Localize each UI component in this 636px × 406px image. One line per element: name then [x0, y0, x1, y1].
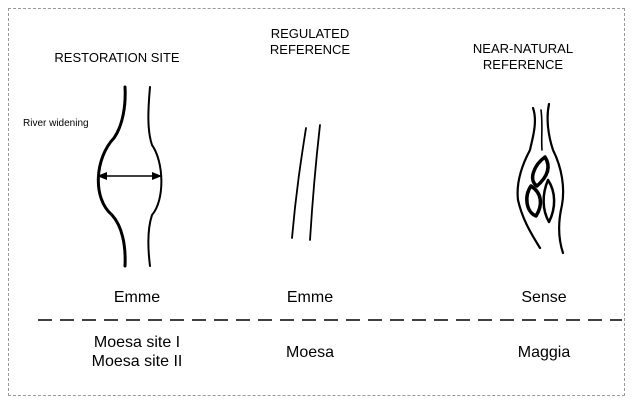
regulated-right-bank: [310, 125, 320, 240]
lower-rivers-near-natural: Maggia: [489, 343, 599, 362]
regulated-left-bank: [292, 128, 306, 238]
lower-river-restoration-2: Moesa site II: [62, 352, 212, 371]
upper-river-regulated: Emme: [255, 288, 365, 307]
near-natural-inner-thread: [541, 110, 542, 150]
near-natural-left-bank: [518, 108, 540, 248]
braid-bar-2: [527, 186, 541, 216]
restoration-site-river-sketch: [98, 87, 161, 266]
near-natural-river-sketch: [518, 104, 564, 253]
near-natural-right-bank: [548, 104, 564, 253]
lower-rivers-regulated: Moesa: [255, 343, 365, 362]
regulated-reference-river-sketch: [292, 125, 320, 240]
lower-river-regulated-1: Moesa: [255, 343, 365, 362]
lower-river-near-natural-1: Maggia: [489, 343, 599, 362]
upper-river-near-natural: Sense: [489, 288, 599, 307]
braid-bar-1: [533, 157, 548, 186]
lower-rivers-restoration: Moesa site I Moesa site II: [62, 333, 212, 371]
upper-river-restoration: Emme: [82, 288, 192, 307]
braid-bar-3: [544, 180, 555, 222]
lower-river-restoration-1: Moesa site I: [62, 333, 212, 352]
